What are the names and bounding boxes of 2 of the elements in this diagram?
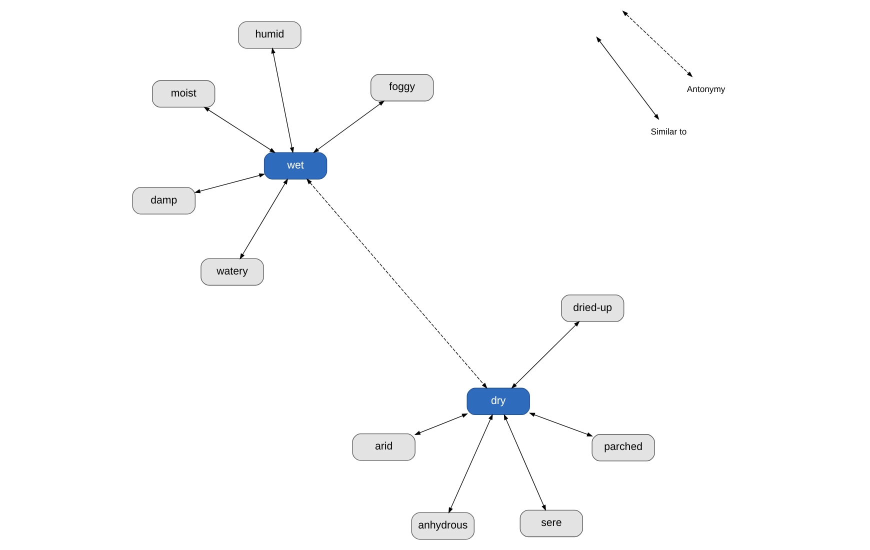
legend-label: Antonymy [686,84,726,94]
legend-label: Similar to [650,126,687,137]
